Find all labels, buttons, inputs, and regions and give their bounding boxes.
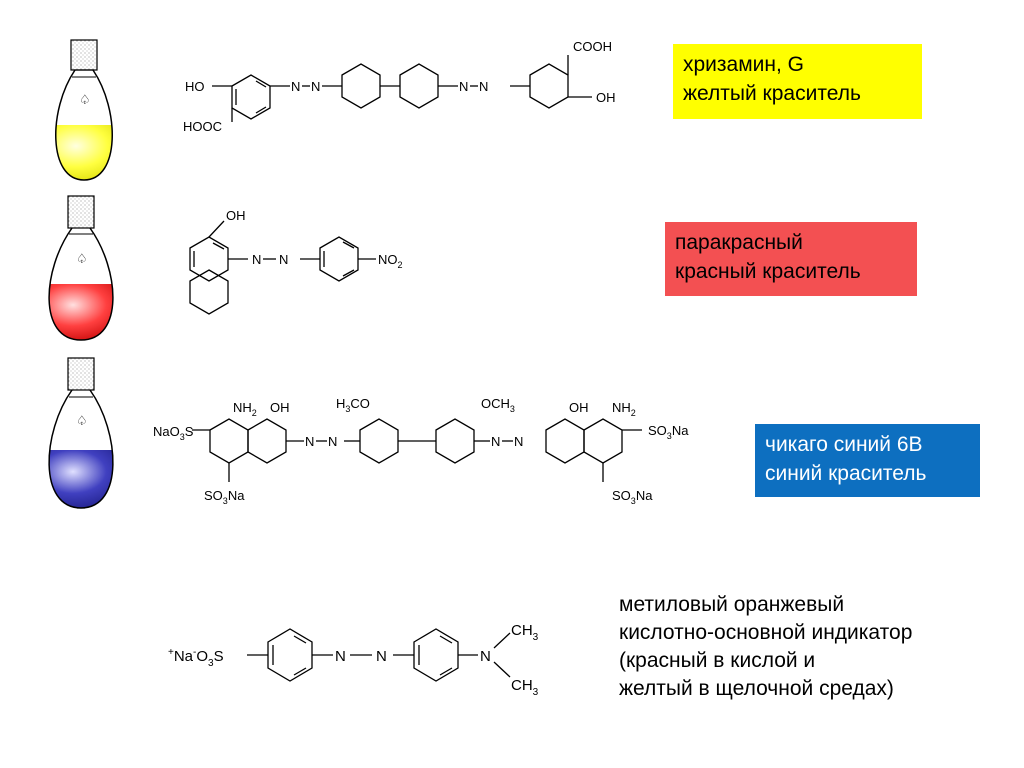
svg-text:NH2: NH2: [612, 400, 636, 418]
indicator-line: (красный в кислой и: [619, 649, 816, 672]
label-cooh: COOH: [573, 39, 612, 54]
label-chicago-blue: чикаго синий 6B синий краситель: [755, 424, 980, 497]
structure-para-red: [189, 220, 376, 315]
svg-text:N: N: [459, 79, 468, 94]
structure-chicago-blue: [192, 418, 642, 482]
indicator-line: кислотно-основной индикатор: [619, 621, 913, 644]
svg-text:SO3Na: SO3Na: [204, 488, 245, 506]
indicator-line: метиловый оранжевый: [619, 593, 845, 616]
label-methyl-orange: метиловый оранжевый кислотно-основной ин…: [619, 591, 912, 703]
label-hooc: HOOC: [183, 119, 222, 134]
dye-type: синий краситель: [765, 462, 927, 485]
dye-name: хризамин, G: [683, 53, 804, 76]
svg-text:♤: ♤: [76, 251, 88, 266]
svg-text:N: N: [335, 648, 346, 665]
svg-text:N: N: [311, 79, 320, 94]
label-chrysamine: хризамин, G желтый краситель: [673, 44, 922, 119]
flask-red: ♤: [48, 195, 114, 341]
svg-text:N: N: [491, 434, 500, 449]
methyl-orange-labels: +Na-O3S N N N CH3 CH3: [168, 622, 539, 698]
label-para-red: паракрасный красный краситель: [665, 222, 917, 296]
svg-text:NO2: NO2: [378, 252, 403, 270]
svg-text:♤: ♤: [79, 92, 91, 107]
svg-text:N: N: [376, 648, 387, 665]
svg-text:N: N: [291, 79, 300, 94]
svg-text:SO3Na: SO3Na: [612, 488, 653, 506]
svg-text:OH: OH: [226, 208, 246, 223]
svg-text:N: N: [328, 434, 337, 449]
dye-name: чикаго синий 6B: [765, 433, 923, 456]
dye-type: желтый краситель: [683, 82, 861, 105]
flask-yellow: ♤: [55, 39, 113, 181]
svg-text:CH3: CH3: [511, 622, 539, 643]
svg-text:OH: OH: [270, 400, 290, 415]
para-red-labels: OH N N NO2: [226, 208, 403, 270]
svg-text:+Na-O3S: +Na-O3S: [168, 647, 224, 669]
structure-chrysamine: [212, 55, 592, 122]
svg-text:OCH3: OCH3: [481, 396, 515, 414]
svg-text:N: N: [305, 434, 314, 449]
dye-type: красный краситель: [675, 260, 861, 283]
svg-text:N: N: [480, 648, 491, 665]
svg-text:N: N: [479, 79, 488, 94]
svg-text:♤: ♤: [76, 413, 88, 428]
flask-blue: ♤: [48, 357, 114, 509]
svg-text:NH2: NH2: [233, 400, 257, 418]
svg-text:H3CO: H3CO: [336, 396, 370, 414]
structure-methyl-orange: [247, 628, 511, 682]
svg-text:CH3: CH3: [511, 677, 539, 698]
svg-text:SO3Na: SO3Na: [648, 423, 689, 441]
label-oh: OH: [596, 90, 616, 105]
svg-text:N: N: [514, 434, 523, 449]
svg-text:OH: OH: [569, 400, 589, 415]
svg-text:NaO3S: NaO3S: [153, 424, 194, 442]
label-ho: HO: [185, 79, 205, 94]
indicator-line: желтый в щелочной средах): [619, 677, 894, 700]
dye-name: паракрасный: [675, 231, 803, 254]
svg-text:N: N: [279, 252, 288, 267]
svg-text:N: N: [252, 252, 261, 267]
